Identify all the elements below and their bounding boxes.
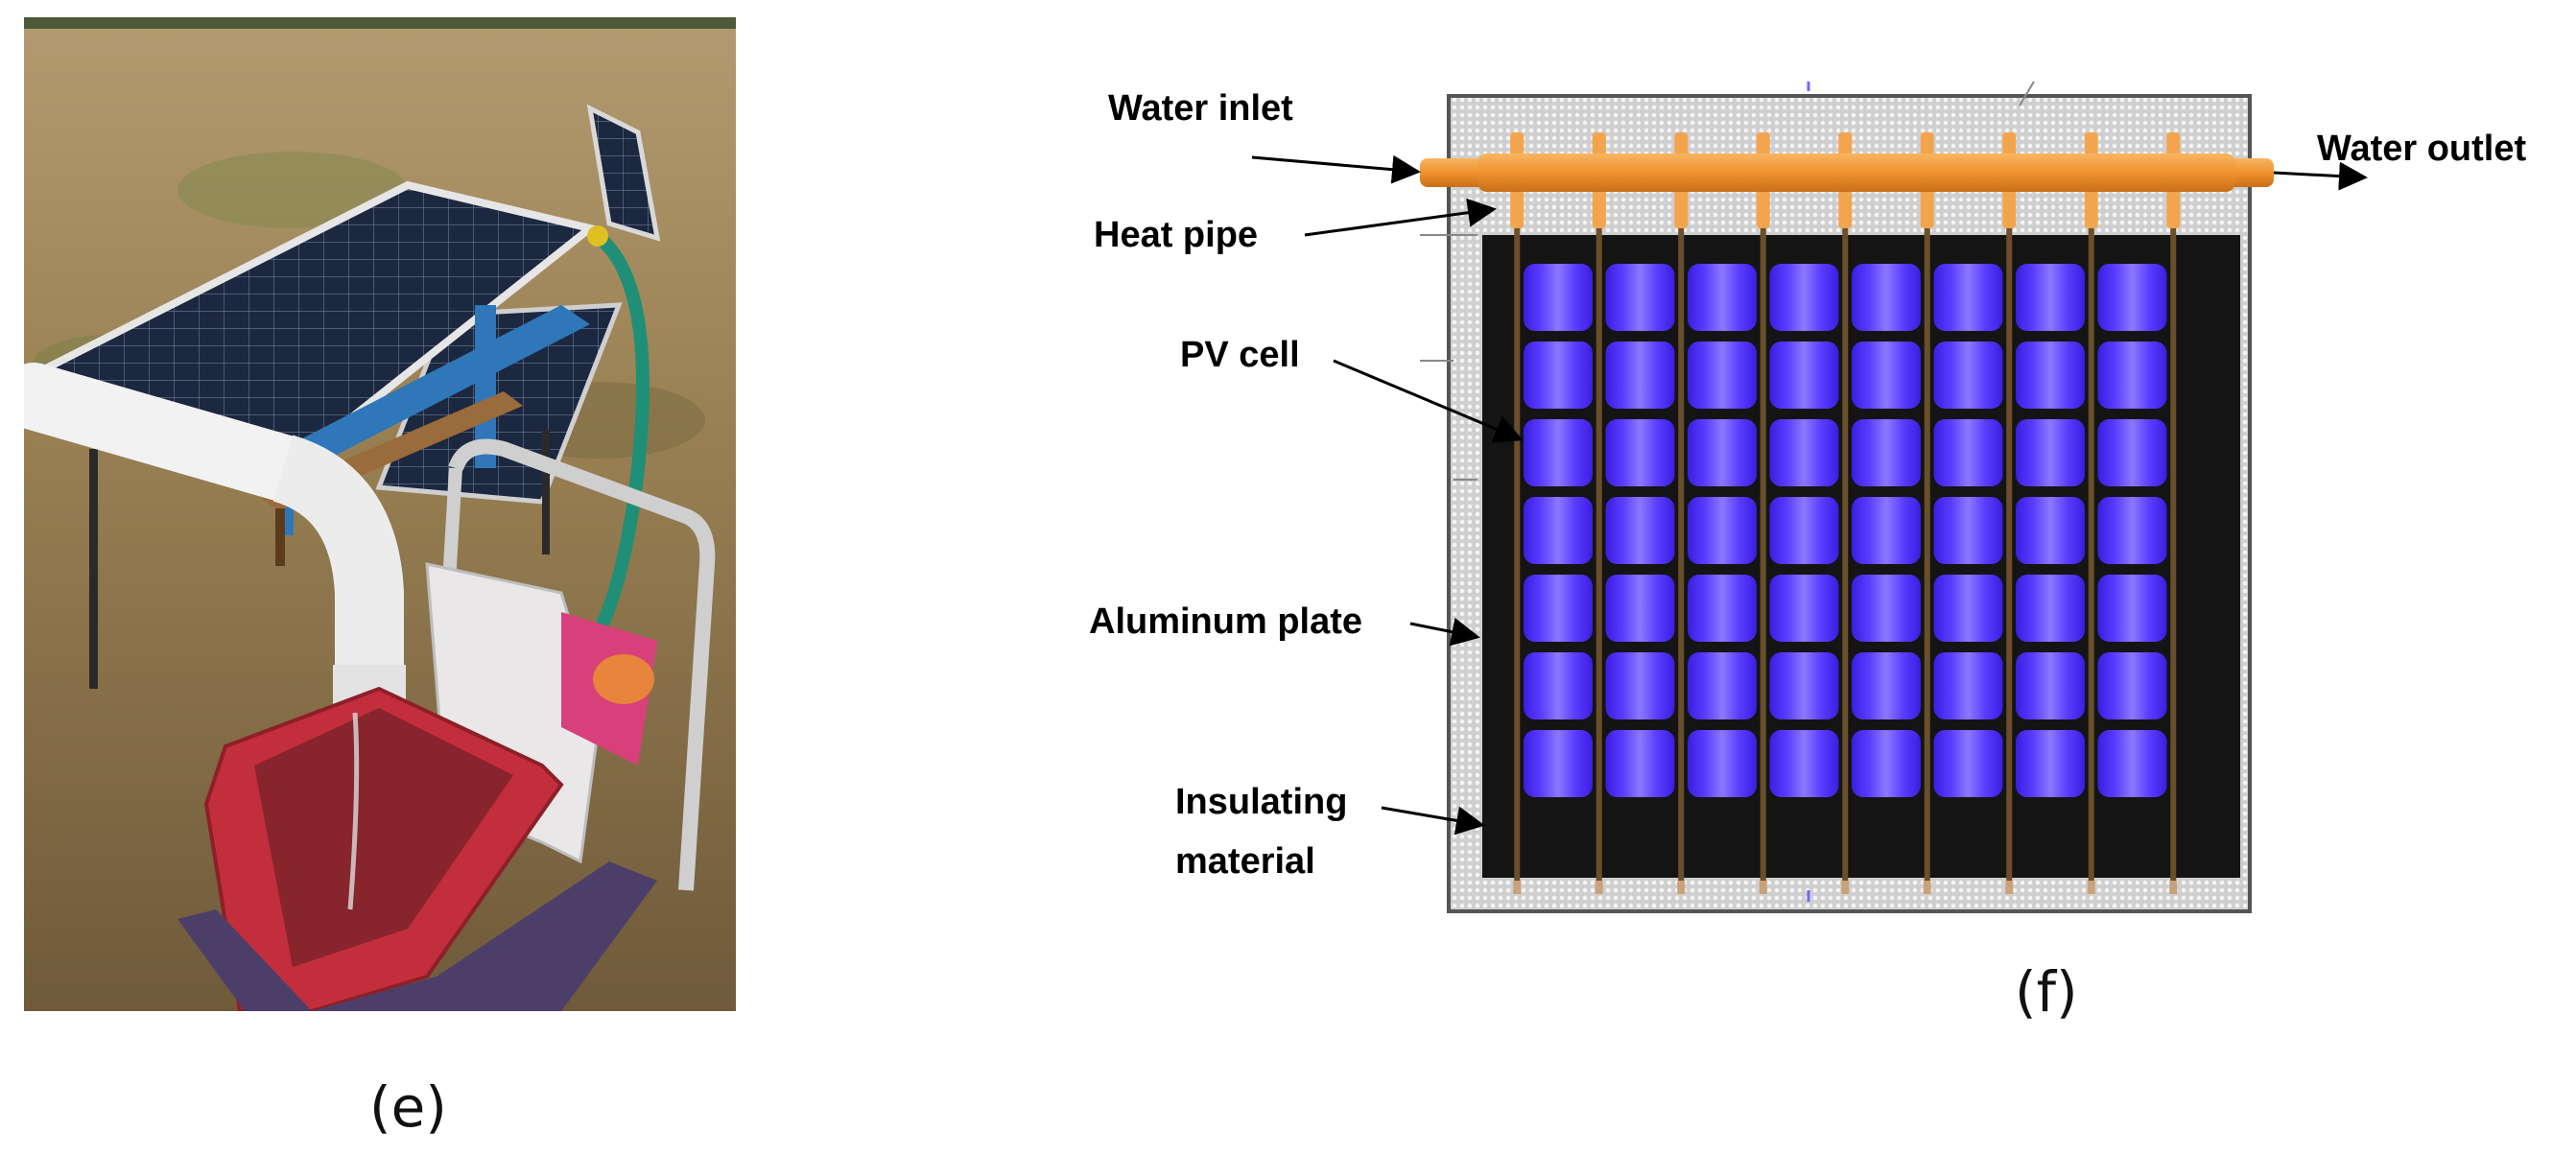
- heat-pipe-end: [2169, 881, 2178, 894]
- heat-pipe-arrow: [1304, 198, 1497, 237]
- insulating-material-label-line1: Insulating: [1175, 782, 1347, 822]
- pv-cell: [1933, 419, 2003, 486]
- pv-cell: [2016, 264, 2085, 331]
- pv-cell: [2016, 730, 2085, 797]
- heat-pipe: [1760, 182, 1766, 892]
- panel-e-caption: (e): [369, 1074, 447, 1140]
- pv-cell: [2097, 730, 2167, 797]
- pv-cell: [1852, 652, 1921, 719]
- pv-cell: [1933, 342, 2003, 409]
- pv-cell: [1688, 575, 1757, 642]
- heat-pipe-end: [1595, 881, 1603, 894]
- pv-cell: [1933, 730, 2003, 797]
- pv-cell: [1605, 730, 1675, 797]
- pv-cell: [1852, 497, 1921, 564]
- pv-cell: [2097, 342, 2167, 409]
- pv-cell: [1605, 342, 1675, 409]
- heat-pipe: [2006, 182, 2013, 892]
- pv-cell-label: PV cell: [1180, 335, 1300, 375]
- pv-cell: [1688, 419, 1757, 486]
- panel-f-caption: (f): [2015, 959, 2078, 1025]
- pv-cell: [1605, 575, 1675, 642]
- pv-cell: [2016, 419, 2085, 486]
- pv-cell: [2016, 497, 2085, 564]
- pv-cell: [1852, 730, 1921, 797]
- pv-cell: [2016, 342, 2085, 409]
- water-outlet-arrow: [2273, 161, 2368, 191]
- water-inlet-arrow: [1251, 154, 1421, 184]
- pv-cell: [1688, 730, 1757, 797]
- pv-cell: [1605, 264, 1675, 331]
- pv-cell: [1933, 575, 2003, 642]
- water-inlet-label: Water inlet: [1108, 88, 1293, 129]
- pv-cell: [1605, 419, 1675, 486]
- aluminum-plate-arrow: [1409, 617, 1480, 647]
- aluminum-plate-label: Aluminum plate: [1089, 601, 1362, 642]
- water-outlet-label: Water outlet: [2317, 129, 2526, 169]
- pv-cell: [1688, 497, 1757, 564]
- heat-pipe: [1924, 182, 1930, 892]
- pv-cell: [1769, 575, 1839, 642]
- pv-cell: [1524, 652, 1593, 719]
- heat-pipe-end: [1923, 881, 1931, 894]
- pv-cell: [1688, 652, 1757, 719]
- pv-cell-grid: [1524, 264, 2167, 797]
- pv-cell: [2016, 652, 2085, 719]
- pv-cell: [2097, 419, 2167, 486]
- pv-cell: [1933, 497, 2003, 564]
- pv-cell: [1769, 730, 1839, 797]
- pv-cell: [1852, 342, 1921, 409]
- pv-cell: [1769, 652, 1839, 719]
- pv-cell: [1524, 419, 1593, 486]
- pv-cell: [1688, 264, 1757, 331]
- pv-cell: [1769, 342, 1839, 409]
- pv-cell: [1524, 264, 1593, 331]
- pv-cell: [1852, 264, 1921, 331]
- heat-pipe: [2170, 182, 2177, 892]
- pv-cell: [1524, 342, 1593, 409]
- pv-cell: [1605, 652, 1675, 719]
- heat-pipe-end: [1759, 881, 1767, 894]
- heat-pipe: [1595, 182, 1602, 892]
- photo-solar-water-heater: [24, 17, 736, 1011]
- pv-cell: [2097, 652, 2167, 719]
- pv-cell: [1524, 497, 1593, 564]
- pv-cell: [1769, 497, 1839, 564]
- heat-pipe-label: Heat pipe: [1094, 215, 1258, 255]
- pv-cell: [2097, 497, 2167, 564]
- heat-pipe: [1842, 182, 1849, 892]
- pv-cell: [1688, 342, 1757, 409]
- pv-cell: [2016, 575, 2085, 642]
- heat-pipe-end: [2087, 881, 2095, 894]
- heat-pipe-end: [1513, 881, 1522, 894]
- pv-cell: [2097, 264, 2167, 331]
- heat-pipe-end: [2005, 881, 2014, 894]
- pv-cell: [1933, 264, 2003, 331]
- pv-cell: [1605, 497, 1675, 564]
- pvt-collector-diagram: Water inlet Water outlet Heat pipe PV ce…: [1089, 81, 2526, 913]
- pv-cell: [1852, 419, 1921, 486]
- heat-pipe: [1514, 182, 1521, 892]
- pv-cell: [2097, 575, 2167, 642]
- pv-cell: [1769, 264, 1839, 331]
- heat-pipe: [1678, 182, 1685, 892]
- pv-cell-arrow: [1333, 359, 1524, 443]
- pv-cell: [1769, 419, 1839, 486]
- heat-pipe: [2088, 182, 2094, 892]
- insulating-material-label-line2: material: [1175, 841, 1315, 882]
- pv-cell: [1524, 575, 1593, 642]
- heat-pipe-end: [1841, 881, 1850, 894]
- pv-cell: [1933, 652, 2003, 719]
- pv-cell: [1524, 730, 1593, 797]
- heat-pipe-end: [1677, 881, 1686, 894]
- pv-cell: [1852, 575, 1921, 642]
- insulating-material-arrow: [1381, 806, 1485, 836]
